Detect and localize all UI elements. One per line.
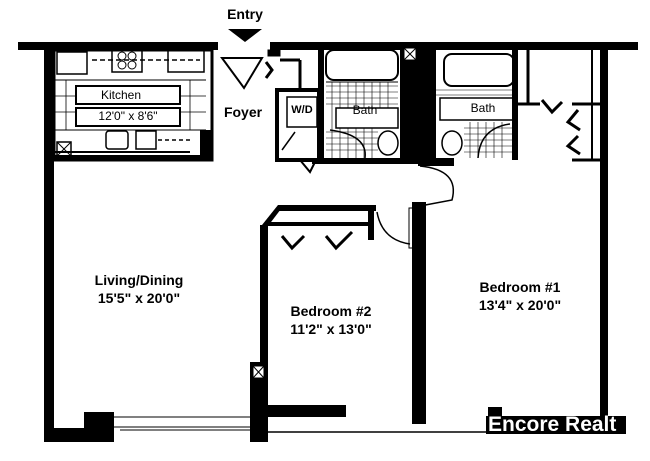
bedroom1-dimensions: 13'4" x 20'0": [478, 297, 562, 313]
living-dining-name: Living/Dining: [94, 272, 184, 288]
hall-bath-tile: [326, 82, 398, 158]
vent-icon: [252, 365, 265, 379]
kitchen-name: Kitchen: [86, 88, 156, 103]
vent-icon: [403, 47, 417, 61]
bedroom2-dimensions: 11'2" x 13'0": [290, 321, 372, 337]
bedroom1-name: Bedroom #1: [479, 279, 561, 295]
hall-bath-label: Bath: [352, 103, 378, 117]
bedroom1-wall: [412, 202, 426, 424]
entry-arrow-icon: [228, 29, 262, 42]
bedroom1-closet: [518, 50, 600, 162]
watermark: Encore Realt: [488, 413, 617, 436]
bedroom2-name: Bedroom #2: [290, 303, 372, 319]
exterior-walls: [18, 42, 638, 442]
entry-label: Entry: [227, 6, 263, 22]
foyer-label: Foyer: [223, 104, 263, 120]
washer-dryer-label: W/D: [291, 104, 313, 116]
hall-doors[interactable]: [376, 165, 454, 245]
entry-door[interactable]: [220, 57, 274, 90]
bedroom2-closet-doors: [280, 230, 354, 251]
master-bath-tile: [436, 89, 514, 158]
master-bath-label: Bath: [470, 101, 496, 115]
core-walls: [312, 42, 518, 166]
master-bath: [439, 53, 515, 159]
bedroom2-walls: [250, 205, 376, 442]
washer-dryer: [286, 96, 318, 128]
hall-bath: [325, 49, 399, 159]
kitchen-tile: [54, 80, 206, 130]
kitchen-dimensions: 12'0" x 8'6": [80, 109, 176, 124]
kitchen-area: [52, 48, 214, 162]
living-dining-dimensions: 15'5" x 20'0": [97, 290, 181, 306]
